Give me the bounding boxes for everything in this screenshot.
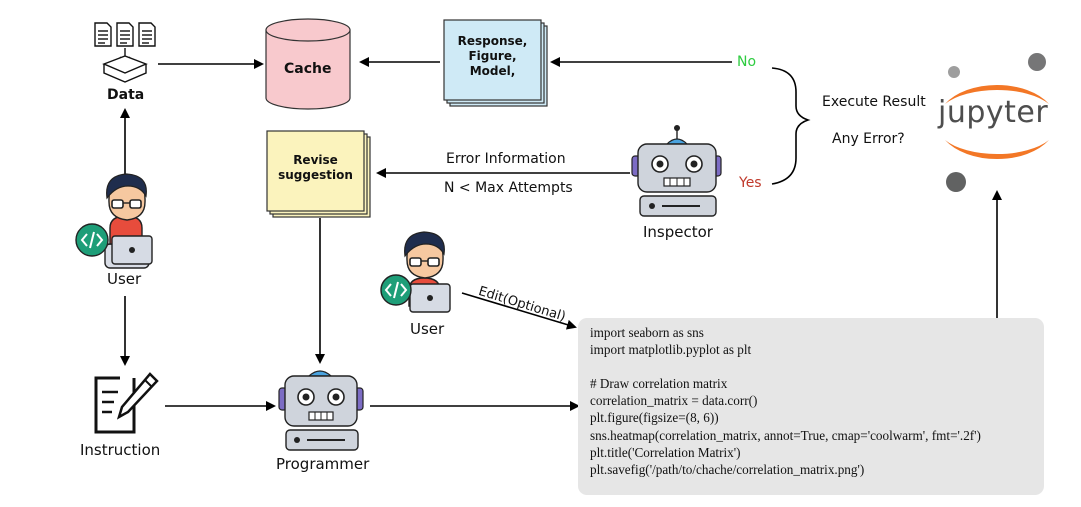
- programmer-robot: [278, 370, 364, 451]
- instruction-label: Instruction: [80, 441, 161, 459]
- error-information-label: Error Information: [446, 151, 566, 167]
- cache-label: Cache: [284, 61, 332, 77]
- arrow-user-edit-to-code: [461, 292, 577, 330]
- programmer-label: Programmer: [276, 455, 370, 473]
- no-label: No: [737, 54, 757, 70]
- response-note: [443, 19, 548, 107]
- execute-result-label: Execute Result: [822, 94, 926, 110]
- revise-note-text: Revise suggestion: [267, 153, 364, 183]
- arrows: [120, 57, 1002, 411]
- inspector-robot: [631, 125, 722, 217]
- code-line-6: plt.figure(figsize=(8, 6)): [590, 410, 719, 426]
- code-line-1: import seaborn as sns: [590, 325, 704, 340]
- inspector-label: Inspector: [643, 223, 713, 241]
- response-note-text: Response, Figure, Model,: [444, 34, 541, 79]
- user-top-label: User: [107, 270, 142, 288]
- instruction-icon: [94, 372, 159, 434]
- user-avatar-mid: [380, 231, 451, 313]
- decision-brace: [771, 67, 811, 185]
- document-2: [116, 22, 134, 47]
- revise-line-2: suggestion: [278, 168, 353, 182]
- code-line-3: [590, 358, 1044, 375]
- revise-line-1: Revise: [293, 153, 338, 167]
- code-line-8: plt.title('Correlation Matrix'): [590, 444, 741, 460]
- response-line-2: Figure,: [468, 49, 517, 63]
- code-panel: import seaborn as sns import matplotlib.…: [578, 318, 1044, 495]
- data-label: Data: [107, 87, 145, 103]
- code-line-2: import matplotlib.pyplot as plt: [590, 342, 752, 358]
- jupyter-logo: [945, 53, 1049, 192]
- code-line-5: correlation_matrix = data.corr(): [590, 393, 758, 409]
- response-line-1: Response,: [457, 34, 528, 48]
- user-avatar-top: [75, 173, 153, 269]
- cache-cylinder: [265, 18, 351, 110]
- code-line-9: plt.savefig('/path/to/chache/correlation…: [590, 461, 865, 477]
- any-error-label: Any Error?: [832, 131, 905, 147]
- yes-label: Yes: [739, 175, 762, 191]
- max-attempts-label: N < Max Attempts: [444, 180, 573, 196]
- revise-note: [266, 130, 371, 218]
- code-line-4: # Draw correlation matrix: [590, 376, 728, 392]
- jupyter-wordmark: jupyter: [938, 95, 1049, 130]
- document-3: [138, 22, 156, 47]
- data-icon: [94, 22, 156, 83]
- user-mid-label: User: [410, 320, 445, 338]
- response-line-3: Model,: [469, 64, 516, 78]
- document-1: [94, 22, 112, 47]
- code-line-7: sns.heatmap(correlation_matrix, annot=Tr…: [590, 427, 981, 443]
